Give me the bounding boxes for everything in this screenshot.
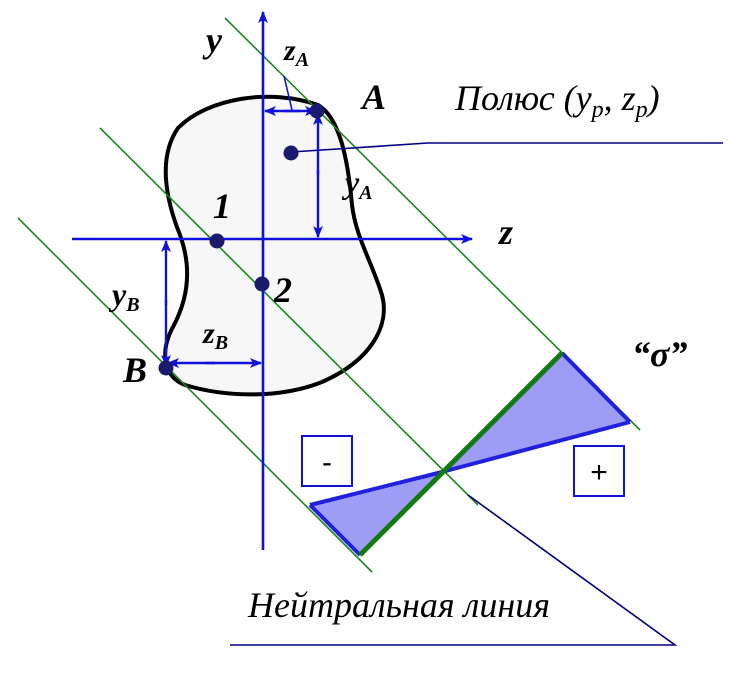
- neutral-leader: [230, 494, 678, 646]
- pole-leader: [290, 142, 723, 153]
- axis-z-label: z: [497, 212, 513, 252]
- line-through-B: [17, 217, 373, 573]
- stress-plus-side: [560, 351, 632, 424]
- point-A-marker: [309, 103, 325, 119]
- point-1-label: 1: [213, 186, 231, 226]
- stress-baseline: [358, 351, 564, 557]
- pole-caption: Полюс (yp, zp): [454, 78, 660, 123]
- neutral-line-caption: Нейтральная линия: [247, 585, 550, 625]
- neutral-line: [99, 127, 479, 506]
- point-1-marker: [209, 233, 225, 249]
- point-B-marker: [158, 360, 174, 376]
- pole-marker: [283, 145, 299, 161]
- yA-label: yA: [341, 164, 373, 204]
- section-contour: [163, 94, 386, 397]
- stress-minus-area: [310, 472, 442, 555]
- axis-y-label: y: [202, 20, 223, 60]
- minus-box: [301, 435, 353, 487]
- zA-label: zA: [283, 34, 309, 71]
- point-2-label: 2: [273, 270, 292, 310]
- stress-minus-side: [308, 503, 362, 557]
- stress-plus-edge: [441, 420, 631, 474]
- zA-pointer: [283, 75, 293, 111]
- zB-label: zB: [202, 317, 228, 354]
- sigma-label: “σ”: [632, 334, 687, 374]
- stress-plus-area: [442, 353, 630, 472]
- point-2-marker: [254, 276, 270, 292]
- plus-box: [573, 445, 625, 497]
- stress-minus-edge: [309, 470, 443, 507]
- point-B-label: B: [122, 350, 147, 390]
- minus-sign: -: [322, 446, 332, 479]
- yB-label: yB: [108, 276, 140, 316]
- point-A-label: A: [360, 77, 386, 117]
- plus-sign: +: [590, 456, 608, 489]
